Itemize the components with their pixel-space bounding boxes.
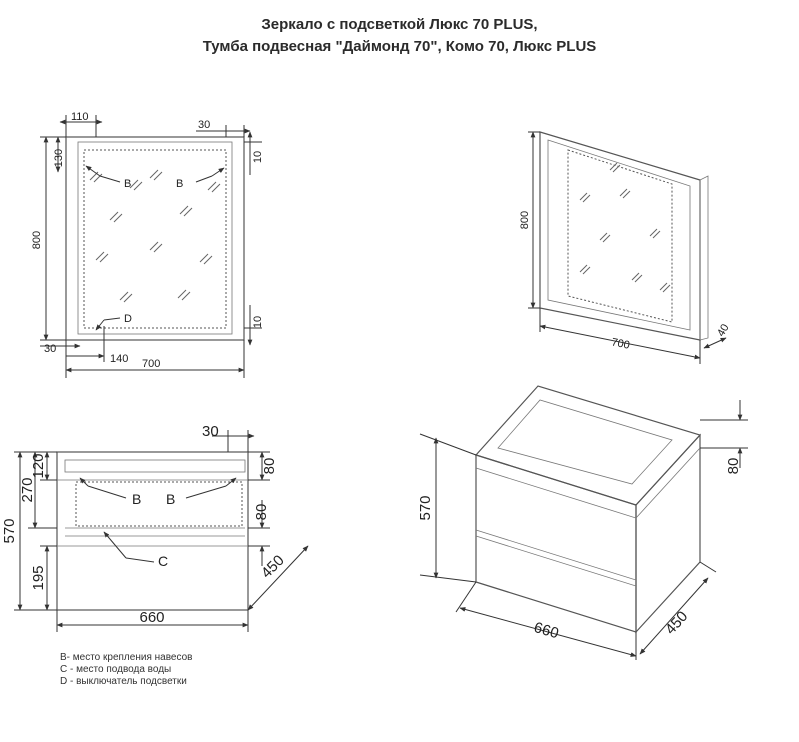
cab-dim-label-270: 270 <box>19 477 36 502</box>
legend-item-d: D - выключатель подсветки <box>60 676 187 687</box>
legend: B- место крепления навесов C - место под… <box>60 652 192 688</box>
cab-label-b-left: B <box>132 491 141 507</box>
cab-label-b-right: B <box>166 491 175 507</box>
legend-item-c: C - место подвода воды <box>60 664 172 675</box>
cab-dim-label-195: 195 <box>30 565 47 590</box>
mirror-iso-hatching <box>579 162 671 293</box>
mirror-outer-frame <box>65 136 245 341</box>
dim-label-30-bottom: 30 <box>44 343 56 355</box>
dim-label-130: 130 <box>53 149 65 167</box>
dim-label-10-bottom: 10 <box>252 316 264 328</box>
mirror-iso-side <box>699 175 709 341</box>
mirror-label-b-left: B <box>124 178 131 190</box>
page-title: Зеркало с подсветкой Люкс 70 PLUS, Тумба… <box>0 14 799 58</box>
iso-dim-label-40: 40 <box>715 322 732 339</box>
cabinet-front-view <box>14 430 309 632</box>
mirror-glass <box>77 141 233 335</box>
cab-dim-label-80-top: 80 <box>261 458 278 475</box>
dim-label-10-top: 10 <box>252 151 264 163</box>
mirror-iso-dimension-labels: 800 700 40 <box>519 211 732 352</box>
mirror-front-dimension-labels: 110 30 130 10 800 10 30 140 700 B B D <box>31 111 264 370</box>
dim-label-140: 140 <box>110 353 128 365</box>
cabinet-body <box>56 451 249 611</box>
cabinet-iso-view <box>419 385 748 660</box>
cab-iso-dim-label-660: 660 <box>532 619 561 642</box>
mirror-front-view <box>40 115 262 378</box>
iso-dim-label-700: 700 <box>610 336 630 351</box>
title-line-2: Тумба подвесная "Даймонд 70", Комо 70, Л… <box>202 38 597 55</box>
cab-iso-dim-label-80: 80 <box>725 458 742 475</box>
cab-label-c: C <box>158 553 168 569</box>
cab-dim-label-660: 660 <box>139 609 164 626</box>
dim-label-30-top: 30 <box>198 119 210 131</box>
mirror-label-d: D <box>124 313 132 325</box>
mirror-iso-view <box>528 131 727 364</box>
mirror-iso-glass <box>547 139 691 331</box>
title-line-1: Зеркало с подсветкой Люкс 70 PLUS, <box>261 16 538 33</box>
mirror-led-strip <box>83 149 227 329</box>
cabinet-recess <box>75 481 243 527</box>
cabinet-countertop <box>64 459 246 473</box>
legend-item-b: B- место крепления навесов <box>60 652 193 663</box>
dim-label-700: 700 <box>142 358 160 370</box>
mirror-front-hatching <box>89 169 221 303</box>
dim-label-800: 800 <box>31 231 43 249</box>
cab-dim-label-120: 120 <box>30 453 47 478</box>
cabinet-iso-top <box>474 385 702 506</box>
iso-dim-label-800: 800 <box>519 211 531 229</box>
cab-dim-label-570: 570 <box>1 518 18 543</box>
cab-iso-dim-label-570: 570 <box>417 495 434 520</box>
dim-label-110: 110 <box>71 111 89 123</box>
mirror-label-b-right: B <box>176 178 183 190</box>
cab-dim-label-80-mid: 80 <box>253 504 270 521</box>
cab-dim-label-30: 30 <box>202 423 219 440</box>
cabinet-iso-side <box>635 433 701 634</box>
cabinet-front-dimension-labels: 30 120 80 270 570 80 195 450 660 B B C <box>1 423 288 626</box>
cabinet-iso-sink <box>497 399 673 485</box>
mirror-iso-led <box>567 149 673 323</box>
cab-iso-dim-label-450: 450 <box>662 608 691 638</box>
